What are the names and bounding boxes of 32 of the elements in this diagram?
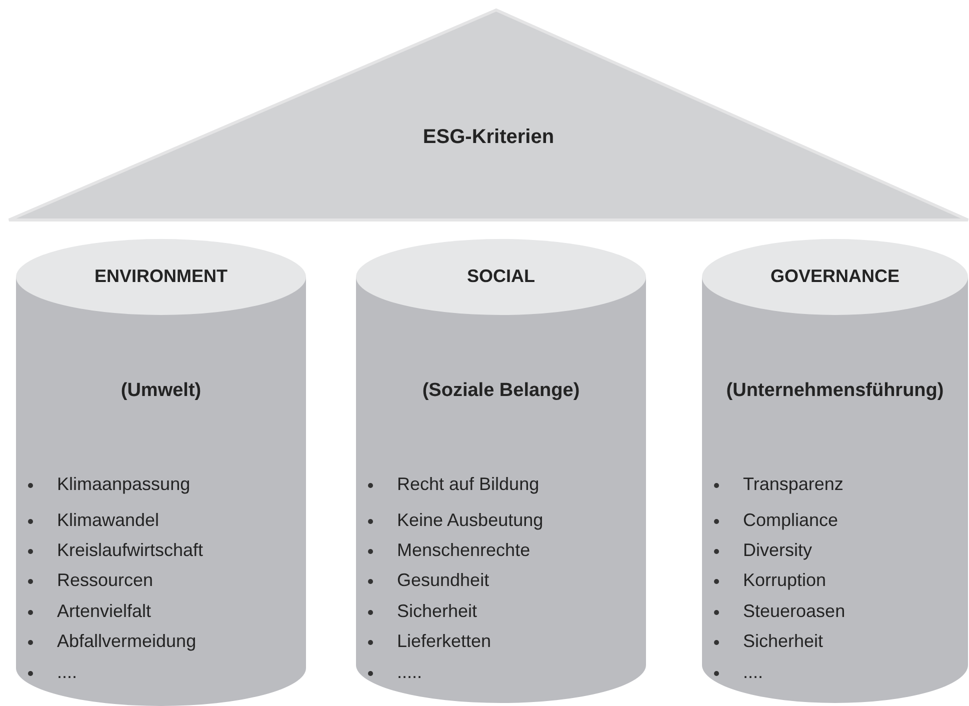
roof-title: ESG-Kriterien bbox=[422, 126, 554, 149]
list-item: Klimaanpassung bbox=[57, 474, 190, 495]
list-item: Steueroasen bbox=[743, 601, 846, 622]
list-item: Sicherheit bbox=[397, 601, 478, 622]
pillar-subtitle: (Soziale Belange) bbox=[422, 380, 580, 402]
list-item: Keine Ausbeutung bbox=[397, 510, 544, 531]
pillar-cylinder bbox=[702, 239, 968, 703]
list-item: Gesundheit bbox=[397, 570, 490, 591]
pillar-heading: GOVERNANCE bbox=[770, 266, 900, 287]
list-item: Ressourcen bbox=[57, 570, 154, 591]
list-item: Recht auf Bildung bbox=[397, 474, 540, 495]
list-item: Menschenrechte bbox=[397, 540, 530, 561]
list-item: .... bbox=[743, 662, 764, 683]
list-item: .... bbox=[57, 662, 78, 683]
pillar-cylinder bbox=[356, 239, 646, 703]
list-item: Transparenz bbox=[743, 474, 844, 495]
list-item: Artenvielfalt bbox=[57, 601, 152, 622]
pillar-subtitle: (Umwelt) bbox=[120, 380, 202, 402]
list-item: Lieferketten bbox=[397, 631, 492, 652]
pillar-heading: SOCIAL bbox=[467, 266, 535, 287]
pillar-subtitle: (Unternehmensführung) bbox=[726, 380, 944, 402]
list-item: Compliance bbox=[743, 510, 838, 531]
list-item: Abfallvermeidung bbox=[57, 631, 196, 652]
pillar-heading: ENVIRONMENT bbox=[94, 266, 228, 287]
list-item: ..... bbox=[397, 662, 422, 683]
list-item: Korruption bbox=[743, 570, 826, 591]
pillar-cylinder bbox=[16, 239, 306, 706]
list-item: Klimawandel bbox=[57, 510, 160, 531]
list-item: Sicherheit bbox=[743, 631, 824, 652]
roof-triangle bbox=[8, 8, 969, 222]
list-item: Diversity bbox=[743, 540, 812, 561]
list-item: Kreislaufwirtschaft bbox=[57, 540, 204, 561]
